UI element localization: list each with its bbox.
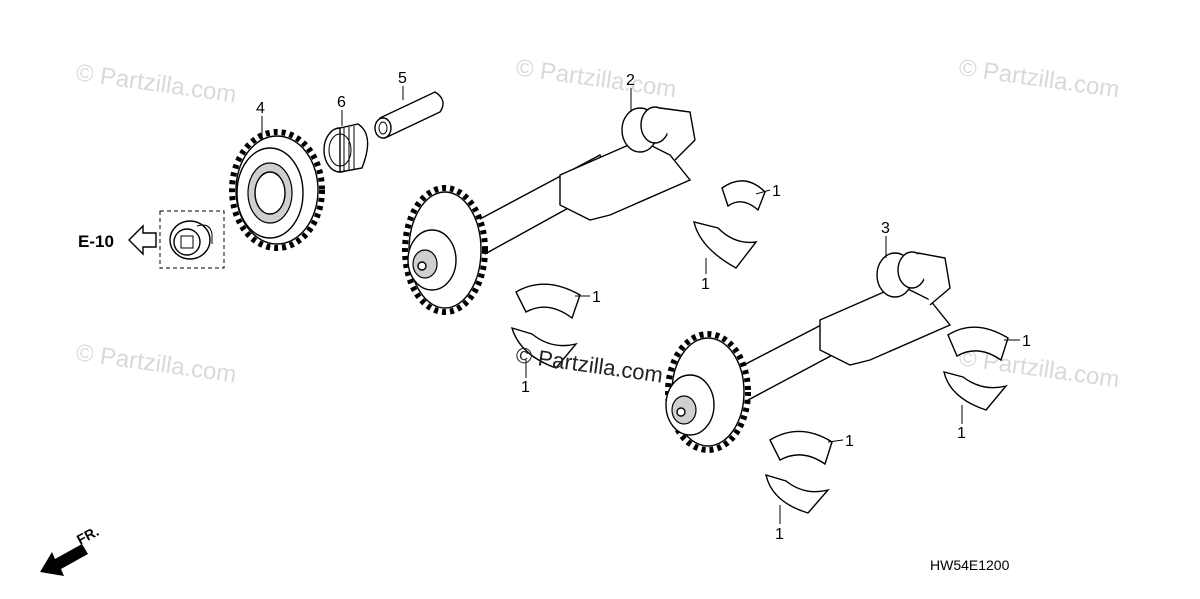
callout-5: 5	[398, 70, 407, 87]
balancer-shaft-part-3	[665, 251, 952, 453]
callout-1-b-top: 1	[592, 289, 601, 306]
callout-1-c-bottom: 1	[775, 526, 784, 543]
callout-1-a-top: 1	[772, 183, 781, 200]
front-direction-arrow-icon	[40, 544, 88, 576]
callout-1-d-top: 1	[1022, 333, 1031, 350]
callout-1-b-bottom: 1	[521, 379, 530, 396]
reference-label: E-10	[78, 232, 114, 251]
bearing-shell-pair-b	[510, 283, 581, 369]
diagram-code: HW54E1200	[930, 557, 1010, 573]
leader-a-top	[755, 189, 771, 195]
watermark-top-right: © Partzilla.com	[957, 54, 1121, 103]
callout-6: 6	[337, 94, 346, 111]
front-label: FR.	[74, 523, 101, 548]
gear-part-4	[229, 129, 325, 251]
bearing-shell-pair-a	[693, 180, 766, 269]
reference-arrow-icon	[128, 224, 157, 256]
watermark-top-left: © Partzilla.com	[74, 59, 238, 108]
watermark-center: © Partzilla.com	[514, 342, 664, 387]
plug-bolt	[159, 210, 225, 269]
watermark-mid-left: © Partzilla.com	[74, 339, 238, 388]
leader-c-top	[827, 439, 844, 443]
bearing-shell-pair-c	[765, 430, 833, 514]
callout-2: 2	[626, 72, 635, 89]
needle-bearing-part-6	[323, 123, 369, 173]
balancer-shaft-part-2	[402, 106, 696, 315]
pin-part-5	[374, 91, 444, 139]
callout-3: 3	[881, 220, 890, 237]
callout-1-a-bottom: 1	[701, 276, 710, 293]
callout-1-d-bottom: 1	[957, 425, 966, 442]
watermark-top-center: © Partzilla.com	[514, 54, 678, 103]
callout-1-c-top: 1	[845, 433, 854, 450]
callout-4: 4	[256, 100, 265, 117]
bearing-shell-pair-d	[943, 326, 1009, 411]
